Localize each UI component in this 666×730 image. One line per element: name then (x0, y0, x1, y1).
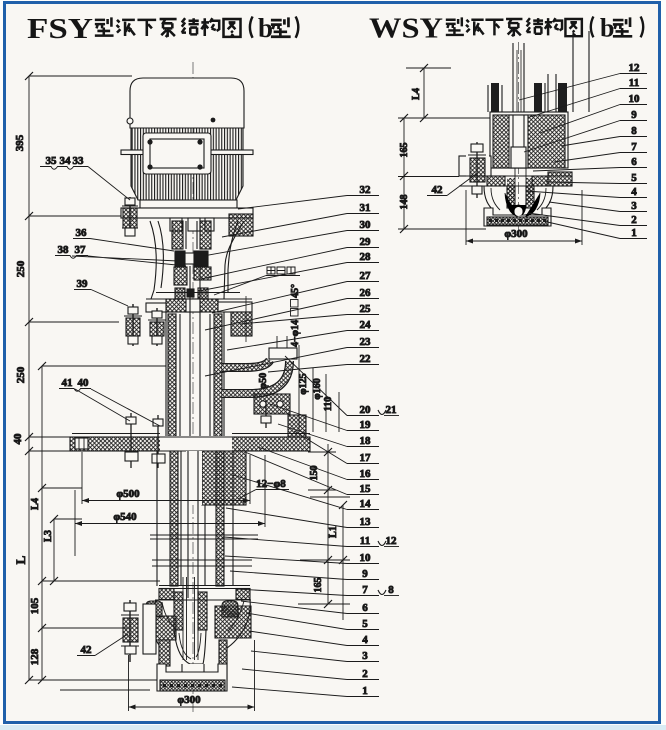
svg-text:φ160: φ160 (312, 378, 323, 399)
svg-text:28: 28 (360, 251, 372, 263)
svg-text:11: 11 (360, 535, 370, 547)
svg-text:FSY: FSY (27, 13, 93, 45)
svg-text:395: 395 (14, 134, 26, 151)
svg-text:32: 32 (360, 184, 372, 196)
svg-text:35: 35 (46, 155, 58, 167)
svg-text:20: 20 (360, 404, 372, 416)
svg-text:17: 17 (360, 452, 372, 464)
svg-text:φ540: φ540 (113, 511, 137, 523)
svg-text:10: 10 (629, 93, 641, 105)
svg-text:14: 14 (360, 498, 372, 510)
svg-text:34: 34 (60, 155, 72, 167)
svg-text:WSY: WSY (369, 14, 443, 45)
svg-text:4: 4 (362, 634, 368, 646)
svg-text:23: 23 (360, 336, 372, 348)
svg-text:21: 21 (386, 404, 397, 416)
svg-text:31: 31 (360, 202, 371, 214)
svg-text:6: 6 (631, 156, 637, 168)
svg-text:45°: 45° (290, 284, 301, 298)
svg-text:30: 30 (360, 219, 372, 231)
svg-text:16: 16 (360, 468, 372, 480)
svg-text:110: 110 (323, 397, 334, 411)
svg-text:3: 3 (631, 200, 637, 212)
svg-text:3: 3 (362, 650, 368, 662)
svg-text:33: 33 (73, 155, 85, 167)
svg-text:2: 2 (362, 668, 368, 680)
svg-text:40: 40 (78, 377, 90, 389)
svg-text:8: 8 (388, 584, 394, 596)
svg-text:7: 7 (362, 584, 368, 596)
svg-text:38: 38 (58, 244, 70, 256)
svg-text:36: 36 (76, 227, 88, 239)
svg-text:26: 26 (360, 287, 372, 299)
svg-text:39: 39 (77, 278, 89, 290)
svg-text:2: 2 (631, 214, 637, 226)
svg-text:φ500: φ500 (116, 488, 140, 500)
svg-text:41: 41 (62, 377, 73, 389)
svg-text:5: 5 (362, 618, 368, 630)
svg-text:b: b (600, 14, 614, 43)
svg-text:22: 22 (360, 353, 372, 365)
svg-text:37: 37 (75, 244, 87, 256)
svg-text:24: 24 (360, 319, 372, 331)
svg-text:250: 250 (15, 260, 27, 277)
svg-text:φ125: φ125 (298, 373, 309, 394)
svg-text:4: 4 (631, 186, 637, 198)
svg-text:105: 105 (29, 597, 41, 614)
svg-text:11: 11 (629, 77, 639, 89)
svg-text:42: 42 (432, 184, 444, 196)
svg-text:12: 12 (629, 62, 641, 74)
svg-text:L1: L1 (328, 526, 339, 538)
svg-text:42: 42 (81, 644, 93, 656)
svg-text:L: L (13, 555, 28, 564)
svg-text:φ300: φ300 (177, 694, 201, 706)
svg-text:L4: L4 (411, 88, 422, 100)
svg-text:4−φ14: 4−φ14 (290, 320, 301, 347)
svg-text:29: 29 (360, 236, 372, 248)
svg-text:250: 250 (15, 366, 27, 383)
svg-text:9: 9 (631, 109, 637, 121)
svg-text:6: 6 (362, 602, 368, 614)
svg-text:13: 13 (360, 516, 372, 528)
svg-text:40: 40 (12, 433, 24, 445)
svg-text:15: 15 (360, 483, 372, 495)
svg-text:165: 165 (399, 143, 410, 158)
svg-text:L4: L4 (30, 498, 41, 510)
svg-text:128: 128 (29, 648, 41, 665)
svg-text:b: b (258, 13, 273, 43)
svg-text:φ50: φ50 (258, 373, 269, 389)
svg-text:148: 148 (399, 195, 410, 210)
svg-text:L3: L3 (43, 530, 54, 542)
svg-text:25: 25 (360, 303, 372, 315)
svg-text:19: 19 (360, 419, 372, 431)
svg-text:150: 150 (309, 466, 320, 481)
svg-text:18: 18 (360, 435, 372, 447)
svg-text:12: 12 (386, 535, 398, 547)
svg-text:8: 8 (631, 125, 637, 137)
svg-text:27: 27 (360, 270, 372, 282)
svg-text:φ300: φ300 (504, 228, 528, 240)
svg-text:1: 1 (362, 685, 368, 697)
svg-text:165: 165 (313, 578, 324, 593)
svg-text:5: 5 (631, 172, 637, 184)
svg-text:10: 10 (360, 552, 372, 564)
svg-text:1: 1 (631, 227, 637, 239)
svg-text:9: 9 (362, 568, 368, 580)
svg-text:12−φ8: 12−φ8 (256, 478, 286, 490)
svg-text:7: 7 (631, 141, 637, 153)
